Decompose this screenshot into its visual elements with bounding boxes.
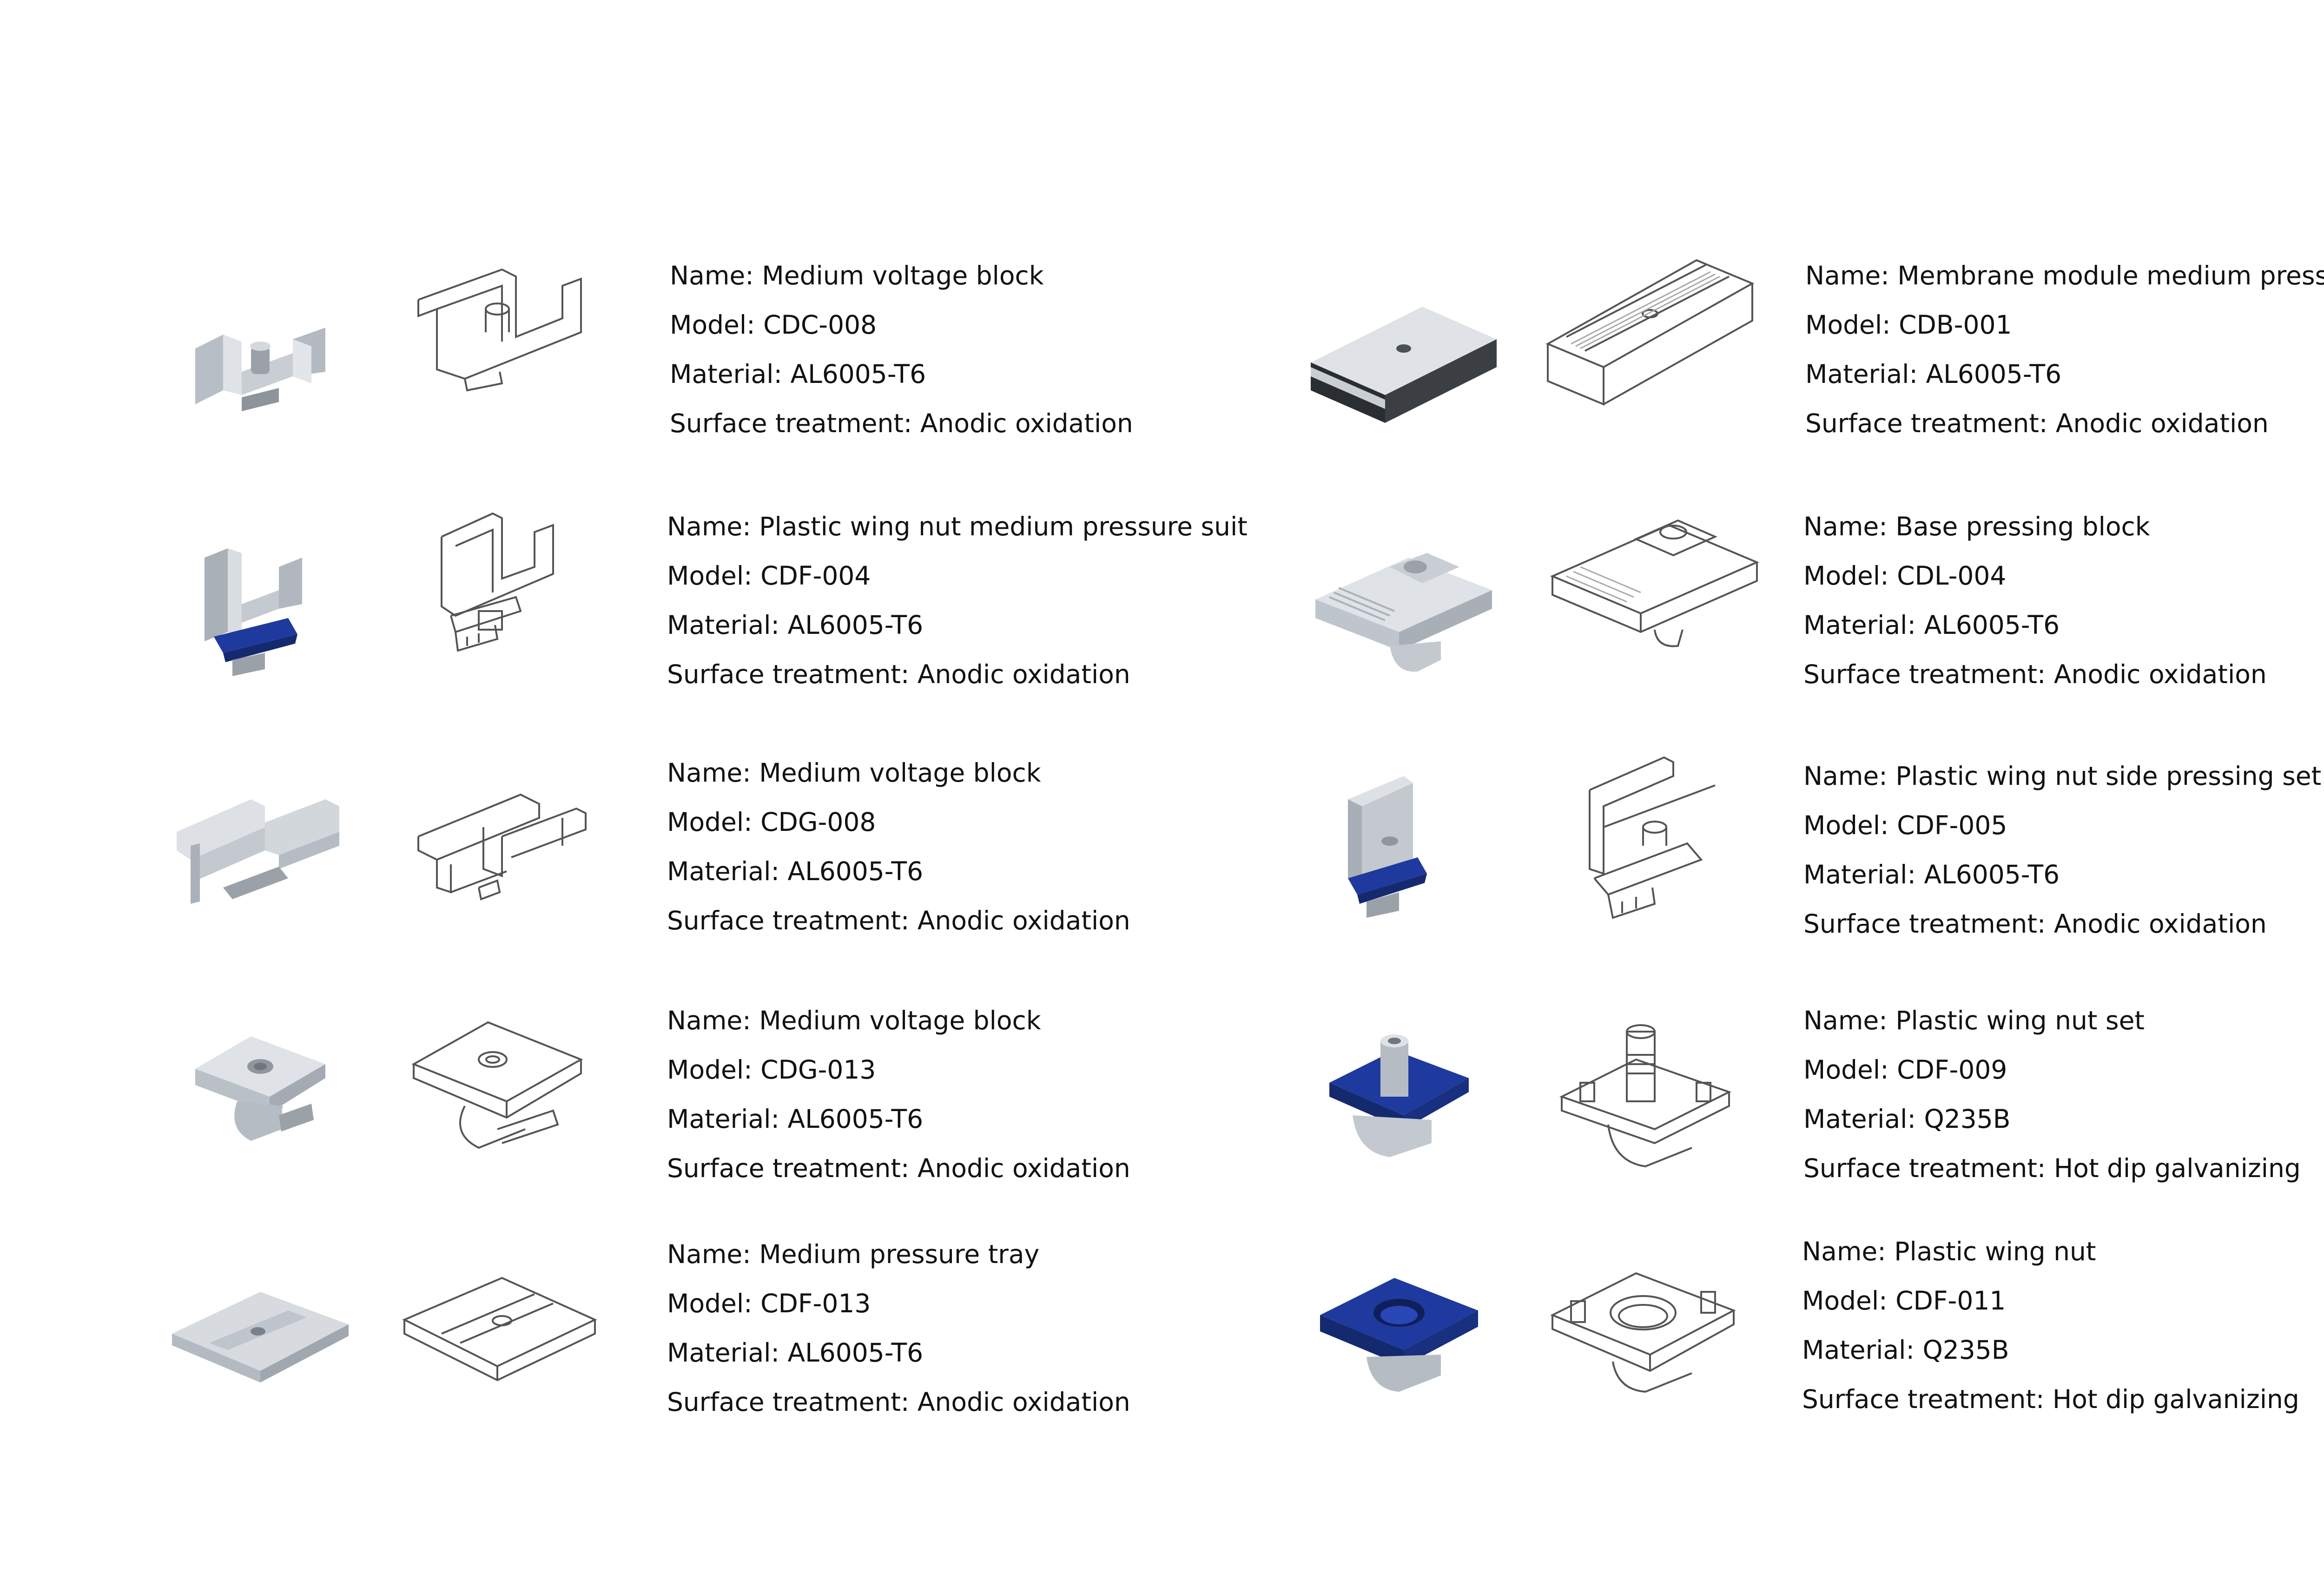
product-photo-icon — [177, 799, 339, 904]
product-photo-icon — [1320, 1278, 1478, 1392]
product-model: Model: CDL-004 — [1803, 561, 2007, 591]
product-name: Name: Medium pressure tray — [667, 1239, 1040, 1269]
product-material: Material: AL6005-T6 — [1803, 610, 2060, 640]
product-photo-icon — [1329, 1034, 1469, 1157]
product-model: Model: CDG-013 — [667, 1055, 876, 1085]
product-surface-treatment: Surface treatment: Anodic oxidation — [667, 1153, 1130, 1183]
product-name: Name: Plastic wing nut medium pressure s… — [667, 512, 1248, 541]
product-name: Name: Medium voltage block — [667, 1006, 1041, 1035]
product-model: Model: CDF-004 — [667, 561, 871, 591]
product-surface-treatment: Surface treatment: Anodic oxidation — [1803, 659, 2267, 689]
product-material: Material: AL6005-T6 — [1805, 359, 2062, 389]
product-surface-treatment: Surface treatment: Anodic oxidation — [670, 408, 1133, 438]
product-photo-icon — [1311, 307, 1497, 423]
product-name: Name: Plastic wing nut set — [1803, 1006, 2145, 1035]
line-drawing-icon — [1545, 259, 1755, 406]
product-name: Name: Base pressing block — [1803, 512, 2150, 541]
product-surface-treatment: Surface treatment: Anodic oxidation — [667, 1387, 1130, 1417]
product-model: Model: CDB-001 — [1805, 310, 2012, 340]
product-surface-treatment: Surface treatment: Anodic oxidation — [1803, 909, 2267, 939]
product-model: Model: CDG-008 — [667, 807, 876, 837]
product-photo-icon — [205, 548, 302, 676]
product-photo-icon — [172, 1292, 349, 1382]
product-name: Name: Membrane module medium pressure — [1805, 261, 2324, 290]
product-surface-treatment: Surface treatment: Anodic oxidation — [1805, 408, 2269, 438]
product-photo-icon — [1315, 553, 1492, 672]
product-model: Model: CDF-009 — [1803, 1055, 2007, 1085]
product-material: Material: AL6005-T6 — [667, 610, 924, 640]
product-surface-treatment: Surface treatment: Hot dip galvanizing — [1802, 1384, 2299, 1414]
product-model: Model: CDF-011 — [1802, 1286, 2006, 1316]
line-drawing-icon — [411, 1021, 583, 1149]
product-name: Name: Plastic wing nut — [1802, 1237, 2096, 1266]
line-drawing-icon — [1550, 519, 1760, 647]
product-name: Name: Plastic wing nut side pressing set — [1803, 761, 2322, 791]
product-material: Material: AL6005-T6 — [670, 359, 926, 389]
product-photo-icon — [1348, 776, 1427, 918]
product-surface-treatment: Surface treatment: Hot dip galvanizing — [1803, 1153, 2301, 1183]
product-material: Material: Q235B — [1802, 1335, 2009, 1365]
line-drawing-icon — [417, 793, 587, 901]
product-material: Material: AL6005-T6 — [667, 1104, 924, 1134]
product-model: Model: CDC-008 — [670, 310, 877, 340]
product-model: Model: CDF-005 — [1803, 810, 2007, 840]
product-surface-treatment: Surface treatment: Anodic oxidation — [667, 659, 1130, 689]
product-material: Material: Q235B — [1803, 1104, 2011, 1134]
product-photo-icon — [195, 1036, 325, 1141]
product-material: Material: AL6005-T6 — [667, 856, 924, 886]
product-surface-treatment: Surface treatment: Anodic oxidation — [667, 906, 1130, 935]
line-drawing-icon — [1559, 1024, 1732, 1168]
product-model: Model: CDF-013 — [667, 1289, 871, 1318]
product-name: Name: Medium voltage block — [667, 758, 1041, 788]
product-photo-icon — [195, 328, 325, 411]
product-material: Material: AL6005-T6 — [667, 1338, 924, 1368]
line-drawing-icon — [441, 512, 554, 652]
line-drawing-icon — [1589, 756, 1716, 919]
product-name: Name: Medium voltage block — [670, 261, 1044, 290]
line-drawing-icon — [402, 1277, 597, 1382]
line-drawing-icon — [417, 268, 582, 392]
line-drawing-icon — [1550, 1272, 1736, 1393]
product-material: Material: AL6005-T6 — [1803, 860, 2060, 889]
